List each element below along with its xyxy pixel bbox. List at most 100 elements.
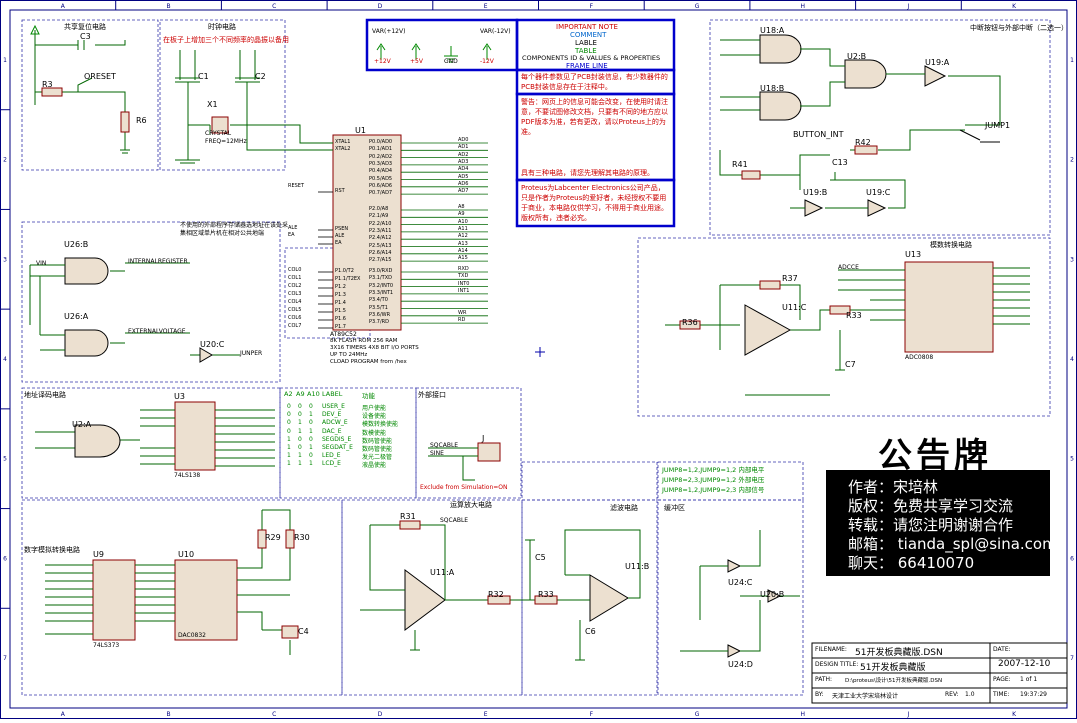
mcu-left-pin: XTAL2 (335, 146, 351, 152)
ref-oreset[interactable]: ORESET (84, 72, 116, 81)
tb-time: 19:37:29 (1020, 691, 1047, 698)
clock-section-box (159, 19, 286, 171)
net-sqcable: SQCABLE (430, 442, 459, 449)
column-marker: G (695, 711, 700, 718)
tb-page: 1 of 1 (1020, 676, 1038, 683)
ref-c13: C13 (832, 158, 848, 167)
table-h1: A9 (296, 390, 305, 398)
decoder-table-cell: 用户使能 (362, 405, 387, 412)
mcu-right-net: INT0 (458, 280, 470, 287)
mcu-part: AT89C52 (330, 331, 357, 338)
button-int[interactable]: BUTTON_INT (793, 130, 844, 139)
board-title: 公告牌 (878, 436, 992, 476)
column-marker: D (378, 711, 383, 718)
amp-section-title: 运算放大电路 (450, 501, 492, 509)
note-1: 每个器件参数见了PCB封装信息，有少数器件的PCB封装信息存在于注释中。 (521, 73, 668, 91)
mcu-right-net: AD6 (458, 180, 469, 187)
mcu-left-pin: P1.2 (335, 284, 346, 290)
decoder-table-cell: 0 (287, 411, 291, 419)
mcu-right-pin: P2.1/A9 (369, 213, 389, 220)
author-notice: 作者：宋培林 版权：免费共享学习交流 转载：请您注明谢谢合作 邮箱： tiand… (826, 470, 1057, 576)
decoder-table-cell: 1 (298, 452, 302, 460)
clock-circuit (175, 50, 333, 164)
row-marker: 1 (3, 57, 7, 64)
row-marker: 3 (3, 256, 7, 263)
mcu-right-net: AD7 (458, 188, 469, 195)
column-marker: K (1012, 711, 1017, 718)
mcu-right-pin: P2.4/A12 (369, 235, 392, 242)
mcu-left-pin: P1.6 (335, 316, 346, 322)
decoder-table-cell: 0 (298, 411, 302, 419)
decoder-table-cell: 1 (309, 427, 313, 435)
tb-filename-label: FILENAME: (815, 646, 847, 653)
decoder-table-cell: 1 (287, 452, 291, 460)
latch-body (92, 559, 136, 641)
adc-body (904, 261, 994, 353)
dac-section-title: 数字模拟转换电路 (24, 546, 80, 554)
jumper-config-1: JUMP8=1,2,JUMP9=1,2 内部电平 (662, 466, 765, 474)
ref-c5: C5 (535, 553, 546, 562)
ref-u11c: U11:C (782, 303, 807, 312)
tb-by: 天津工业大学宋培林设计 (832, 693, 899, 700)
mcu-left-net: RESET (288, 183, 305, 189)
mcu-left-net: COL4 (288, 299, 302, 305)
power-var-neg: VAR(-12V) (480, 28, 511, 35)
mcu-right-net: RD (458, 317, 466, 324)
decoder-table-cell: 0 (298, 403, 302, 410)
reset-circuit (34, 30, 130, 154)
decoder-table-cell: 0 (287, 403, 291, 410)
opamp-u11c-body (744, 304, 792, 356)
ref-u18a: U18:A (760, 26, 785, 35)
ref-r42: R42 (855, 138, 871, 147)
mcu-right-net: AD1 (458, 144, 469, 151)
net-sqcable-amp: SQCABLE (440, 517, 469, 524)
legend-components: COMPONENTS ID & VALUES & PROPERTIES (522, 54, 661, 62)
column-marker: K (1012, 3, 1017, 10)
ref-r29: R29 (265, 533, 281, 542)
column-marker: J (907, 3, 910, 10)
ref-u10: U10 (178, 550, 195, 559)
filter-section-title: 滤波电路 (610, 504, 638, 512)
ref-jump1[interactable]: JUMP1 (985, 121, 1011, 130)
buffer-section-box (657, 499, 804, 696)
table-h0: A2 (284, 390, 293, 398)
mcu-right-pin: P2.5/A13 (369, 242, 392, 249)
buffer-section-title: 缓冲区 (664, 504, 685, 512)
decoder-section-title: 地址译码电路 (24, 391, 66, 399)
mcu-right-net: WR (458, 309, 467, 316)
tb-date: 2007-12-10 (998, 659, 1051, 669)
legend-important-note: IMPORTANT NOTE (556, 23, 618, 31)
mcu-left-net: COL7 (288, 323, 302, 329)
tb-time-label: TIME: (993, 691, 1010, 698)
ref-c2: C2 (255, 72, 266, 81)
note-2: 警告：网页上的信息可能会改变，在使用时请注意，不要试图修改文档，只要有不同的地方… (521, 98, 668, 136)
decoder-table-cell: LED_E (322, 452, 341, 460)
ref-c1: C1 (198, 72, 209, 81)
decoder-table-cell: 0 (309, 419, 313, 427)
ref-u3: U3 (174, 392, 185, 401)
ref-c7: C7 (845, 360, 856, 369)
ref-u20c: U20:C (200, 340, 225, 349)
mcu-body (332, 134, 402, 331)
tb-path: D:\proteus\设计\51开发板典藏版.DSN (845, 678, 943, 684)
net-exclude: Exclude from Simulation=ON (420, 484, 508, 491)
mcu-right-net: A14 (458, 247, 468, 254)
column-marker: J (907, 711, 910, 718)
mcu-right-pin: P3.3/INT1 (369, 289, 394, 296)
ref-c3: C3 (80, 32, 91, 41)
ref-u2a: U2:A (72, 420, 92, 429)
mcu-right-net: RXD (458, 266, 469, 272)
mcu-left-pin: PSEN (335, 226, 349, 232)
decoder-table-cell: 1 (287, 460, 291, 468)
decoder-table-cell: 0 (309, 435, 313, 443)
mcu-left-net: EA (288, 232, 295, 238)
column-marker: G (695, 3, 700, 10)
ref-u18b: U18:B (760, 84, 785, 93)
ref-u26b: U26:B (64, 240, 89, 249)
legend-comment: COMMENT (570, 31, 607, 39)
ref-u24d: U24:D (728, 660, 753, 669)
decoder-table-cell: SEGDAT_E (322, 444, 353, 451)
